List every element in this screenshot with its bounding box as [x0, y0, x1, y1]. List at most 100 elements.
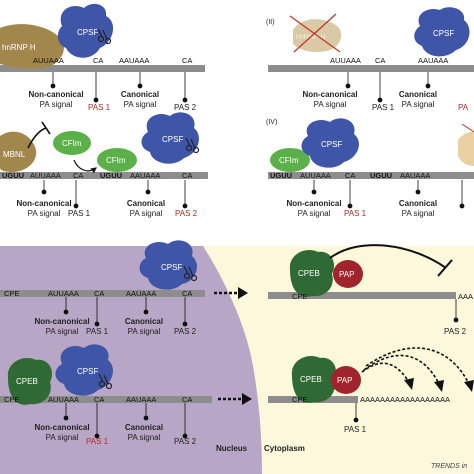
faded-protein-cross [461, 123, 474, 133]
cpsf-label: CPSF [161, 263, 182, 272]
cpsf-label: CPSF [77, 28, 98, 37]
seq-aaa: AAA [458, 292, 473, 301]
rna-strand [0, 396, 212, 403]
seq-cpe: CPE [292, 395, 307, 404]
pas2-label: PAS 2 [174, 103, 197, 112]
cpsf-protein [414, 7, 470, 57]
cpsf-protein [55, 344, 113, 396]
cpsf-label: CPSF [162, 135, 183, 144]
cpsf-label: CPSF [77, 367, 98, 376]
pas2-label: PAS 2 [174, 437, 197, 446]
cross-out-icon [289, 13, 341, 53]
pas2-label: PAS 2 [444, 327, 467, 336]
pa-signal-label: PA signal [124, 100, 157, 109]
cpeb-protein [289, 250, 335, 297]
pas2-label: PAS 2 [174, 327, 197, 336]
cfim-label: CFIm [106, 156, 126, 165]
seq-ca: CA [345, 171, 355, 180]
cfim-protein [97, 148, 137, 172]
pa-signal-label: PA signal [402, 209, 435, 218]
cytoplasm-row-1: CPEB PAP CPE AAA PAS 2 [268, 244, 473, 336]
seq-uguu: UGUU [100, 171, 122, 180]
pas1-label: PAS 1 [68, 209, 91, 218]
pa-signal-label: PA signal [130, 209, 163, 218]
nucleus-row-1: CPSF CPE AUUAAA CA AAUAAA CA Non-canonic… [0, 240, 248, 336]
pa-signal-label: PA signal [314, 100, 347, 109]
panel-iv-tag: (IV) [266, 119, 277, 126]
noncanonical-label: Non-canonical [286, 199, 341, 208]
cfim-label: CFIm [62, 139, 82, 148]
inhibition-icon [329, 244, 447, 269]
hnrnph-label: hnRNP H [2, 43, 36, 52]
rna-strand [0, 290, 205, 297]
canonical-label: Canonical [127, 199, 165, 208]
cpsf-protein [301, 118, 359, 168]
seq-auuaaa: AUUAAA [48, 395, 79, 404]
mbnl-protein [0, 131, 37, 172]
scissors-icon [98, 373, 113, 390]
cpsf-label: CPSF [321, 140, 342, 149]
seq-ca: CA [94, 289, 104, 298]
rna-strand [268, 172, 474, 179]
noncanonical-label: Non-canonical [34, 423, 89, 432]
seq-uguu: UGUU [270, 171, 292, 180]
cfim-protein [270, 148, 310, 172]
dotted-arrow-icon [361, 347, 471, 387]
panel-2: (II) hnRNP H CPSF AUUAAA CA AAUAAA Non-c… [266, 7, 474, 112]
cpeb-label: CPEB [16, 377, 38, 386]
seq-ca: CA [182, 171, 192, 180]
dotted-arrow-icon [214, 287, 248, 299]
panel-4: (IV) CFIm CPSF UGUU AUUAAA CA UGUU AAUAA… [266, 118, 474, 218]
rna-strand [268, 292, 456, 299]
pap-protein [331, 366, 361, 394]
seq-aauaaa: AAUAAA [126, 395, 156, 404]
scissors-icon [185, 137, 200, 154]
pas2-label: PAS 2 [175, 209, 198, 218]
seq-ca: CA [182, 289, 192, 298]
seq-aauaaa: AAUAAA [130, 171, 160, 180]
pas2-label-partial: PA [458, 103, 469, 112]
seq-cpe: CPE [292, 292, 307, 301]
canonical-label: Canonical [399, 90, 437, 99]
panel-3: MBNL CFIm CFIm CPSF UGUU AUUAAA CA UGUU … [0, 112, 208, 218]
pap-protein [333, 260, 363, 288]
rna-strand [0, 65, 205, 72]
noncanonical-label: Non-canonical [302, 90, 357, 99]
pap-label: PAP [339, 270, 354, 279]
noncanonical-label: Non-canonical [34, 317, 89, 326]
cpsf-protein [141, 112, 199, 164]
canonical-label: Canonical [125, 423, 163, 432]
seq-auuaaa: AUUAAA [30, 171, 61, 180]
pas1-label: PAS 1 [88, 103, 111, 112]
pa-signal-label: PA signal [128, 433, 161, 442]
pas1-label: PAS 1 [344, 209, 367, 218]
seq-cpe: CPE [4, 289, 19, 298]
cpsf-label: CPSF [433, 29, 454, 38]
pa-signal-label: PA signal [40, 100, 73, 109]
seq-ca: CA [182, 395, 192, 404]
noncanonical-label: Non-canonical [16, 199, 71, 208]
cpeb-protein [7, 358, 53, 405]
pa-signal-label: PA signal [28, 209, 61, 218]
seq-aauaaa: AAUAAA [400, 171, 430, 180]
seq-uguu: UGUU [370, 171, 392, 180]
faded-protein [457, 131, 474, 166]
nucleus-label: Nucleus [216, 444, 248, 453]
nucleus-row-2: CPEB CPSF CPE AUUAAA CA AAUAAA CA Non-ca… [0, 344, 252, 446]
seq-cpe: CPE [4, 395, 19, 404]
pa-signal-label: PA signal [46, 433, 79, 442]
pas1-label: PAS 1 [372, 103, 395, 112]
seq-uguu: UGUU [2, 171, 24, 180]
canonical-label: Canonical [121, 90, 159, 99]
pap-label: PAP [337, 376, 352, 385]
scissors-icon [183, 265, 198, 282]
pas1-label: PAS 1 [86, 327, 109, 336]
panel-ii-tag: (II) [266, 19, 275, 26]
scissors-icon [97, 28, 112, 45]
seq-auuaaa: AUUAAA [300, 171, 331, 180]
pas1-label: PAS 1 [344, 425, 367, 434]
pa-signal-label: PA signal [402, 100, 435, 109]
seq-aauaaa: AAUAAA [126, 289, 156, 298]
pa-signal-label: PA signal [128, 327, 161, 336]
journal-credit: TRENDS in [431, 463, 467, 470]
